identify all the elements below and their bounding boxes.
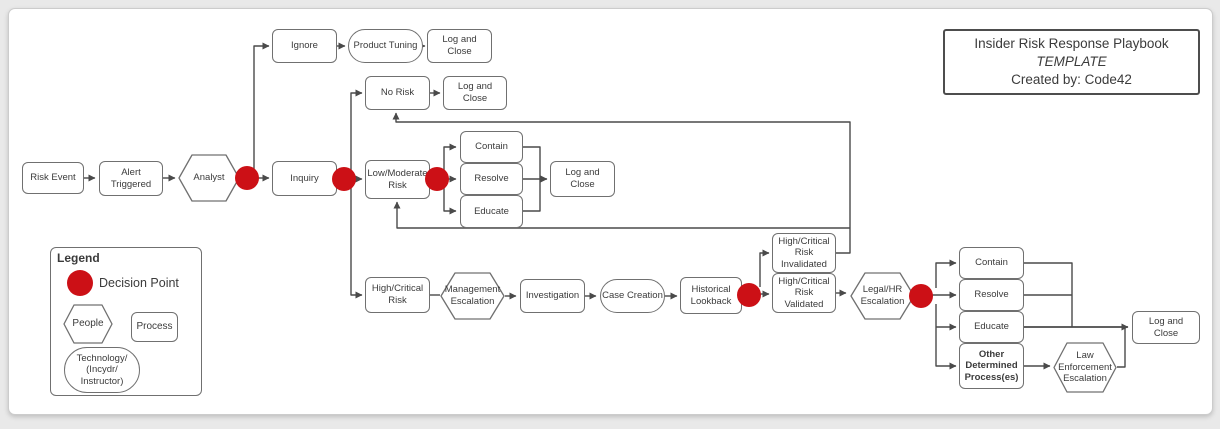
node-log-and-close-final: Log and Close [1132,311,1200,344]
node-no-risk: No Risk [365,76,430,110]
legend-decision-point-label: Decision Point [99,276,179,290]
decision-point-3 [425,167,449,191]
decision-point-2 [332,167,356,191]
node-log-and-close-no-risk: Log and Close [443,76,507,110]
node-alert-triggered: Alert Triggered [99,161,163,196]
legend-title: Legend [57,251,100,265]
node-historical-lookback: Historical Lookback [680,277,742,314]
legend: Legend Decision Point People Process Tec… [50,247,202,396]
node-label: Legal/HR Escalation [860,284,905,307]
hexagon-shape [440,272,505,320]
node-management-escalation: Management Escalation [440,272,505,320]
title-box: Insider Risk Response Playbook TEMPLATE … [943,29,1200,95]
node-risk-event: Risk Event [22,162,84,194]
node-contain-right: Contain [959,247,1024,279]
node-resolve-right: Resolve [959,279,1024,311]
legend-technology-shape: Technology/ (Incydr/ Instructor) [64,347,140,393]
node-resolve-mid: Resolve [460,163,523,195]
node-low-moderate-risk: Low/Moderate Risk [365,160,430,199]
node-ignore: Ignore [272,29,337,63]
legend-decision-point-icon [67,270,93,296]
node-label: Analyst [193,172,225,184]
node-law-enforcement-escalation: Law Enforcement Escalation [1053,342,1117,393]
node-high-critical-invalidated: High/Critical Risk Invalidated [772,233,836,273]
decision-point-1 [235,166,259,190]
hexagon-shape [63,304,113,344]
node-educate-right: Educate [959,311,1024,343]
node-log-and-close-mid: Log and Close [550,161,615,197]
node-educate-mid: Educate [460,195,523,228]
decision-point-4 [737,283,761,307]
node-contain-mid: Contain [460,131,523,163]
title-line-3: Created by: Code42 [1011,72,1132,88]
node-analyst: Analyst [178,154,240,202]
hexagon-shape [1053,342,1117,393]
node-case-creation: Case Creation [600,279,665,313]
node-other-determined-process: Other Determined Process(es) [959,343,1024,389]
node-label: Law Enforcement Escalation [1058,350,1112,385]
node-high-critical-validated: High/Critical Risk Validated [772,273,836,313]
node-inquiry: Inquiry [272,161,337,196]
title-line-2: TEMPLATE [1036,53,1107,69]
legend-process-shape: Process [131,312,178,342]
node-investigation: Investigation [520,279,585,313]
decision-point-5 [909,284,933,308]
title-line-1: Insider Risk Response Playbook [974,35,1169,51]
node-product-tuning: Product Tuning [348,29,423,63]
legend-people-label: People [72,317,104,329]
node-label: Management Escalation [444,284,501,307]
node-high-critical-risk: High/Critical Risk [365,277,430,313]
node-legal-hr-escalation: Legal/HR Escalation [850,272,915,320]
legend-people-shape: People [63,304,113,344]
node-log-and-close-top: Log and Close [427,29,492,63]
